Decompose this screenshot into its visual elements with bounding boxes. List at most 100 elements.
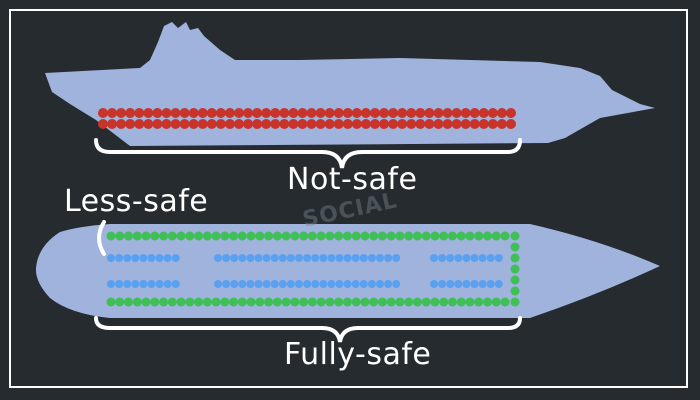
safe-seat-dot [474, 297, 484, 307]
safe-seat-dot [202, 297, 212, 307]
interior-seat-dot [270, 254, 279, 262]
interior-seat-dot [367, 254, 376, 262]
unsafe-seat-dot [288, 119, 299, 129]
unsafe-seat-dot [496, 119, 507, 129]
seat-dots-layer [98, 108, 520, 307]
interior-seat-dot [295, 280, 303, 288]
unsafe-seat-dot [297, 108, 308, 118]
safe-seat-dot [176, 297, 186, 307]
safe-seat-dot [456, 231, 466, 241]
interior-seat-dot [462, 280, 471, 288]
unsafe-seat-dot [424, 108, 435, 118]
unsafe-seat-dot [107, 108, 118, 118]
unsafe-seat-dot [397, 119, 408, 129]
safe-seat-dot [482, 297, 492, 307]
unsafe-seat-dot [125, 108, 136, 118]
safe-seat-dot [220, 297, 230, 307]
safe-seat-dot [132, 297, 142, 307]
safe-seat-dot [185, 297, 195, 307]
interior-seat-dot [311, 280, 320, 288]
safe-seat-dot [465, 231, 475, 241]
unsafe-seat-dot [451, 119, 462, 129]
safe-seat-dot [500, 297, 510, 307]
fully-safe-label: Fully-safe [284, 337, 432, 372]
unsafe-seat-dot [125, 119, 136, 129]
unsafe-seat-dot [487, 108, 498, 118]
safe-seat-dot [272, 297, 282, 307]
unsafe-seat-dot [252, 119, 263, 129]
unsafe-seat-dot [134, 119, 145, 129]
interior-seat-dot [327, 254, 336, 262]
interior-seat-dot [222, 254, 231, 262]
unsafe-seat-dot [224, 119, 235, 129]
unsafe-seat-dot [415, 108, 426, 118]
unsafe-seat-dot [478, 108, 489, 118]
safe-seat-dot [202, 231, 212, 241]
safe-seat-dot [510, 264, 520, 274]
safe-seat-dot [115, 297, 125, 307]
interior-seat-dot [222, 280, 231, 288]
interior-seat-dot [335, 280, 344, 288]
safe-seat-dot [159, 231, 169, 241]
interior-seat-dot [295, 254, 303, 262]
unsafe-seat-dot [98, 108, 108, 118]
safe-seat-dot [369, 231, 379, 241]
safe-seat-dot [430, 297, 440, 307]
interior-seat-dot [139, 254, 148, 262]
safe-seat-dot [246, 297, 256, 307]
interior-seat-dot [171, 280, 180, 288]
ferry-silhouette [35, 224, 660, 318]
interior-seat-dot [254, 280, 263, 288]
interior-seat-dot [392, 280, 401, 288]
interior-seat-dot [155, 280, 164, 288]
unsafe-seat-dot [351, 119, 362, 129]
safe-seat-dot [447, 231, 457, 241]
unsafe-seat-dot [397, 108, 408, 118]
unsafe-seat-dot [442, 119, 453, 129]
unsafe-seat-dot [161, 119, 172, 129]
unsafe-seat-dot [460, 119, 471, 129]
unsafe-seat-dot [206, 108, 217, 118]
safe-seat-dot [176, 231, 186, 241]
unsafe-seat-dot [469, 119, 480, 129]
white-frame [9, 9, 688, 388]
safe-seat-dot [132, 231, 142, 241]
interior-seat-dot [303, 280, 312, 288]
unsafe-seat-dot [116, 119, 127, 129]
interior-seat-dot [286, 280, 295, 288]
safe-seat-dot [281, 231, 291, 241]
unsafe-seat-dot [506, 108, 516, 118]
interior-seat-dot [303, 254, 312, 262]
not-safe-bracket [94, 138, 522, 169]
safe-seat-dot [325, 297, 335, 307]
interior-seat-dot [270, 280, 279, 288]
unsafe-seat-dot [261, 119, 272, 129]
safe-seat-dot [255, 231, 265, 241]
safe-seat-dot [421, 231, 431, 241]
safe-seat-dot [510, 275, 520, 285]
unsafe-seat-dot [388, 119, 399, 129]
interior-seat-dot [343, 280, 352, 288]
safe-seat-dot [211, 231, 221, 241]
unsafe-seat-dot [270, 119, 281, 129]
safe-seat-dot [377, 231, 387, 241]
unsafe-seat-dot [243, 108, 254, 118]
unsafe-seat-dot [469, 108, 480, 118]
interior-seat-dot [246, 254, 255, 262]
safe-seat-dot [421, 297, 431, 307]
safe-seat-dot [299, 297, 309, 307]
interior-seat-dot [123, 280, 132, 288]
safe-seat-dot [220, 231, 230, 241]
interior-seat-dot [254, 254, 263, 262]
interior-seat-dot [392, 254, 401, 262]
safe-seat-dot [167, 231, 177, 241]
safe-seat-dot [264, 231, 274, 241]
unsafe-seat-dot [170, 119, 181, 129]
unsafe-seat-dot [116, 108, 127, 118]
unsafe-seat-dot [143, 108, 154, 118]
unsafe-seat-dot [406, 108, 417, 118]
safe-seat-dot [159, 297, 169, 307]
interior-seat-dot [262, 280, 271, 288]
safe-seat-dot [281, 297, 291, 307]
interior-seat-dot [367, 280, 376, 288]
